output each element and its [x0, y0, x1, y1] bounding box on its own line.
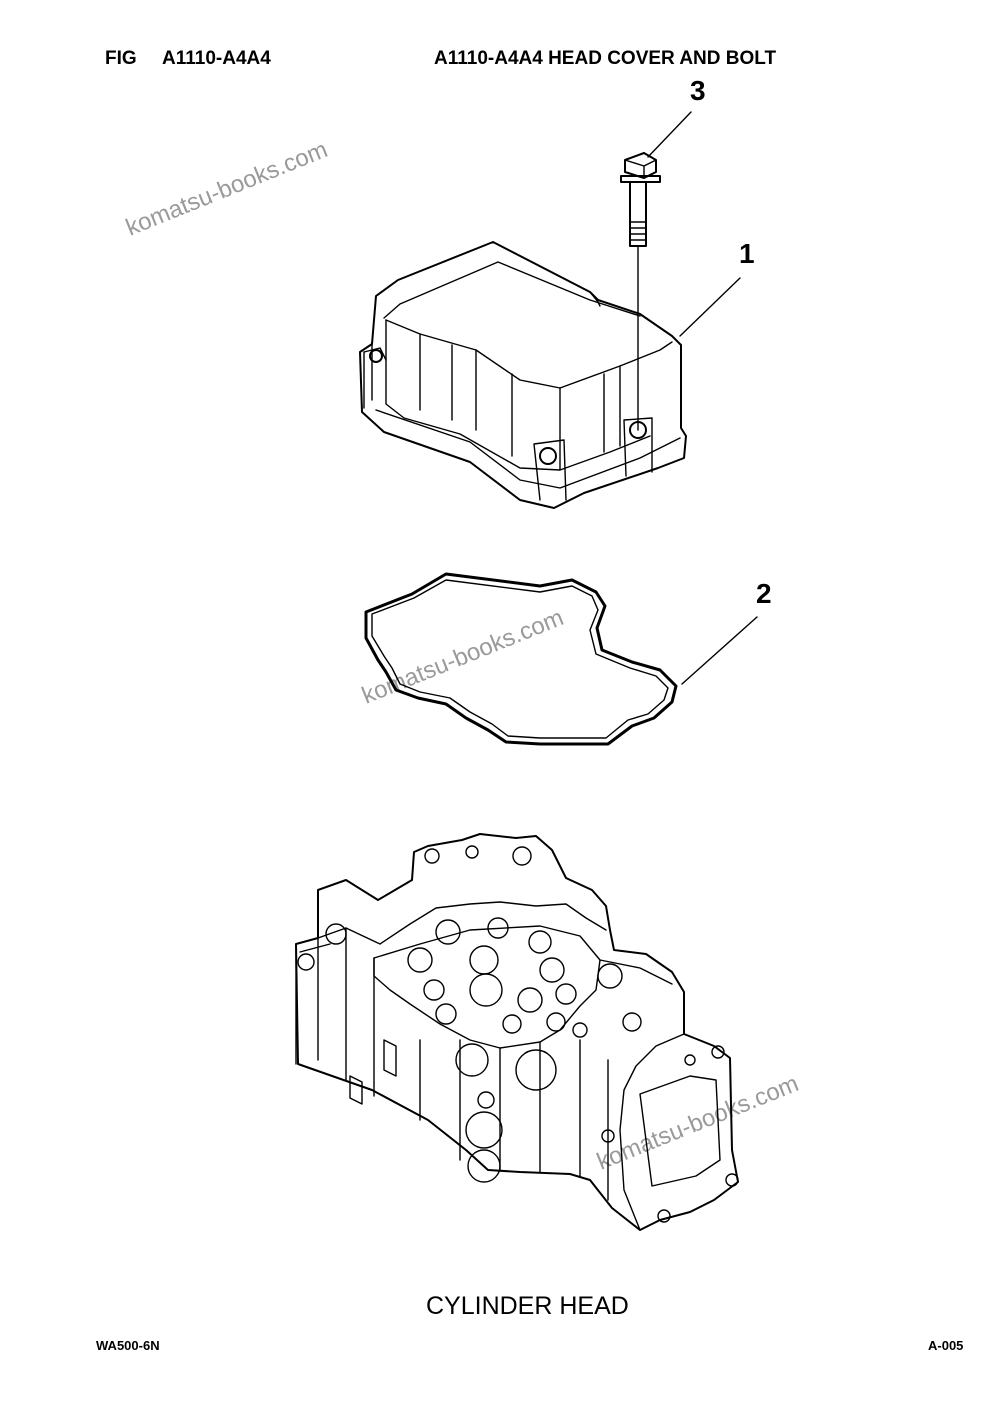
fig-code: A1110-A4A4 [162, 48, 271, 69]
callout-2: 2 [756, 578, 772, 609]
callout-1: 1 [739, 238, 755, 269]
head-cover-part-1 [359, 241, 687, 509]
watermark-top: komatsu-books.com [122, 136, 331, 241]
model-code: WA500-6N [96, 1338, 160, 1353]
cylinder-head-caption: CYLINDER HEAD [426, 1292, 629, 1320]
watermark-middle: komatsu-books.com [358, 604, 567, 709]
callout-3: 3 [690, 75, 706, 106]
leader-line-2 [681, 616, 758, 685]
leader-line-3 [647, 111, 692, 158]
figure-title: A1110-A4A4 HEAD COVER AND BOLT [434, 48, 777, 69]
watermark-bottom: komatsu-books.com [593, 1070, 802, 1175]
gasket-part-2 [364, 572, 678, 746]
fig-label: FIG [105, 48, 137, 69]
bolt-part-3 [620, 152, 661, 431]
leader-line-1 [679, 277, 741, 337]
cylinder-head [295, 833, 739, 1231]
page-number: A-005 [928, 1338, 964, 1353]
